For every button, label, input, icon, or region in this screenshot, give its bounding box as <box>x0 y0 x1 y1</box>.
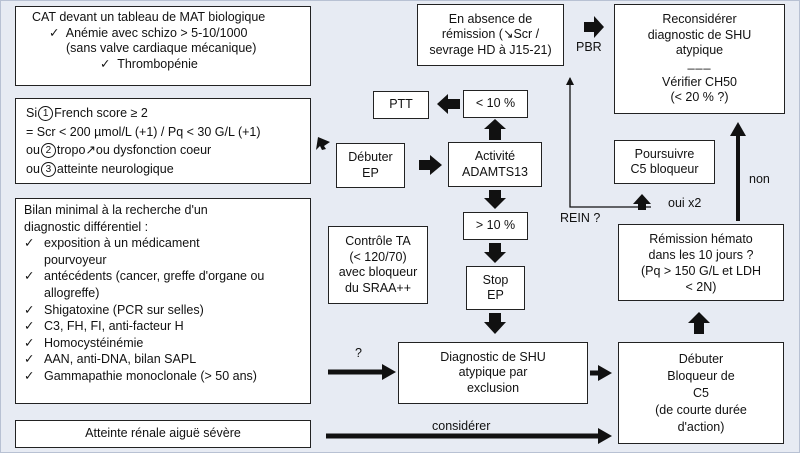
bilan-item-antecedents: ✓antécédents (cancer, greffe d'organe ou <box>24 269 265 284</box>
box-gt-10-percent: > 10 % <box>463 212 528 240</box>
arrow-remission-to-poursuivre <box>633 194 651 210</box>
label-oui-x2: oui x2 <box>668 196 702 210</box>
box-controle-ta: Contrôle TA (< 120/70) avec bloqueur du … <box>328 226 428 304</box>
bilan-title-2: diagnostic différentiel : <box>24 219 149 234</box>
arrow-activite-to-gt10 <box>484 190 506 209</box>
french-line-2: = Scr < 200 µmol/L (+1) / Pq < 30 G/L (+… <box>26 124 261 139</box>
arrow-debuter-c5-to-remission <box>688 312 710 334</box>
bilan-item-gammapathie: ✓Gammapathie monoclonale (> 50 ans) <box>24 368 257 383</box>
arrow-french-to-debuter-ep <box>316 137 330 150</box>
bilan-item-medicament: ✓exposition à un médicament <box>24 236 200 251</box>
circled-two-icon: 2 <box>40 143 56 158</box>
cat-item-thrombopenie: ✓ Thrombopénie <box>100 56 198 71</box>
bilan-item-antecedents-cont: allogreffe) <box>44 285 100 300</box>
label-non: non <box>749 172 770 186</box>
atteinte-renale-text: Atteinte rénale aiguë sévère <box>85 426 241 441</box>
arrow-activite-to-lt10 <box>484 119 506 140</box>
circled-one-icon: 1 <box>38 106 54 121</box>
box-debuter-ep: Débuter EP <box>336 143 405 188</box>
arrow-stop-to-diagnostic <box>484 313 506 334</box>
cat-item-anemie-note: (sans valve cardiaque mécanique) <box>66 41 257 55</box>
arrow-gt10-to-stop <box>484 243 506 263</box>
label-question: ? <box>355 346 362 360</box>
box-reconsiderer-diagnostic: Reconsidérer diagnostic de SHU atypique … <box>614 4 785 114</box>
box-ptt: PTT <box>373 91 429 119</box>
box-debuter-bloqueur-c5: Débuter Bloqueur de C5 (de courte durée … <box>618 342 784 444</box>
box-lt-10-percent: < 10 % <box>463 90 528 118</box>
bilan-item-aan: ✓AAN, anti-DNA, bilan SAPL <box>24 352 197 367</box>
arrow-debuter-ep-to-activite <box>419 155 442 175</box>
box-atteinte-renale: Atteinte rénale aiguë sévère <box>15 420 311 448</box>
cat-title: CAT devant un tableau de MAT biologique <box>32 10 266 24</box>
separator-line: ___ <box>687 55 712 70</box>
arrowhead-non <box>730 122 746 136</box>
box-activite-adamts13: Activité ADAMTS13 <box>448 142 542 187</box>
bilan-title-1: Bilan minimal à la recherche d'un <box>24 203 208 217</box>
box-poursuivre-c5: Poursuivre C5 bloqueur <box>614 140 715 184</box>
arrow-lt10-to-ptt <box>437 94 460 114</box>
circled-three-icon: 3 <box>40 161 56 177</box>
arrowhead-question <box>382 364 396 380</box>
box-diagnostic-shu-atypique: Diagnostic de SHU atypique par exclusion <box>398 342 588 404</box>
label-rein: REIN ? <box>560 211 601 225</box>
bilan-item-shigatoxine: ✓Shigatoxine (PCR sur selles) <box>24 302 204 317</box>
bilan-item-complement: ✓C3, FH, FI, anti-facteur H <box>24 319 184 334</box>
arrowhead-ira <box>598 428 612 444</box>
line-rein-to-pbr <box>566 77 651 208</box>
arrow-absence-to-reconsiderer <box>584 16 604 38</box>
label-pbr: PBR <box>576 40 602 54</box>
label-considerer: considérer <box>432 419 491 433</box>
box-stop-ep: Stop EP <box>466 266 525 310</box>
arrowhead-diagnostic <box>598 365 612 381</box>
bilan-item-homocysteine: ✓Homocystéinémie <box>24 335 144 350</box>
box-cat-mat: CAT devant un tableau de MAT biologique … <box>15 6 311 86</box>
box-bilan-minimal: Bilan minimal à la recherche d'un diagno… <box>15 198 311 404</box>
box-remission-hemato: Rémission hémato dans les 10 jours ? (Pq… <box>618 224 784 301</box>
box-absence-remission: En absence de rémission (↘Scr / sevrage … <box>417 4 564 66</box>
bilan-item-medicament-cont: pourvoyeur <box>44 252 107 267</box>
cat-item-anemie: ✓ Anémie avec schizo > 5-10/1000 <box>49 25 248 40</box>
